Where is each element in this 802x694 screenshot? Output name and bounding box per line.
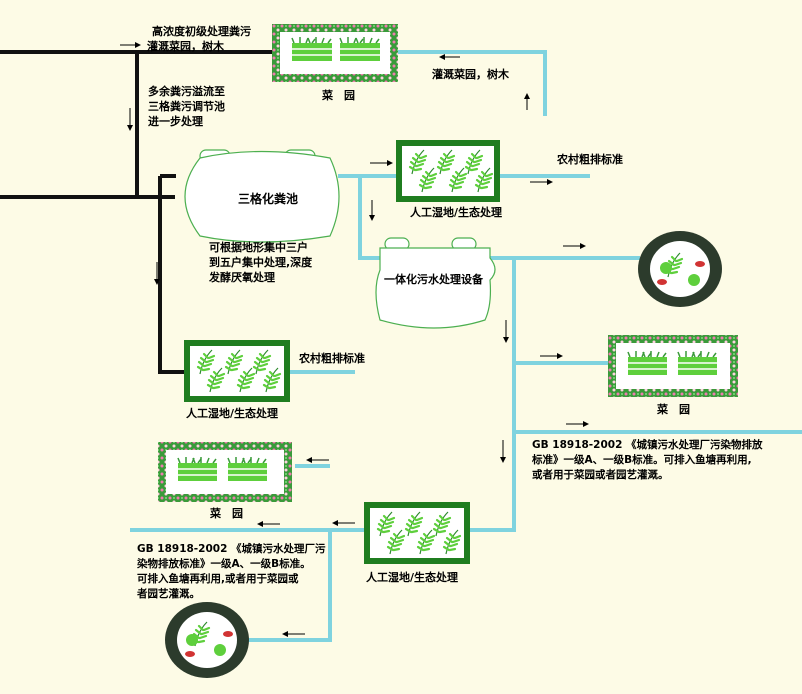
- gb-note-left-3: 可排入鱼塘再利用,或者用于菜园或: [137, 573, 299, 585]
- garden-left-label: 菜 园: [210, 507, 243, 520]
- gb-note-right-2: 标准》一级A、一级B标准。可排入鱼塘再利用,: [532, 454, 752, 466]
- gb-note-right-3: 或者用于菜园或者园艺灌溉。: [532, 469, 669, 481]
- overflow-label-1: 多余粪污溢流至: [148, 85, 225, 98]
- gb-note-left-4: 者园艺灌溉。: [137, 588, 200, 600]
- fish-pond-left: [165, 602, 249, 678]
- garden-top-label: 菜 园: [322, 89, 355, 102]
- septic-note-1: 可根据地形集中三户: [209, 241, 308, 254]
- overflow-label-3: 进一步处理: [148, 115, 203, 128]
- wetland-top-label: 人工湿地/生态处理: [410, 206, 503, 219]
- flow-arrows: [120, 42, 589, 637]
- wetland-bottom-label: 人工湿地/生态处理: [366, 571, 459, 584]
- septic-note-3: 发酵厌氧处理: [209, 271, 275, 284]
- black-pipes: [0, 50, 272, 374]
- fish-pond-right: [638, 231, 722, 307]
- wetland-left: [184, 340, 290, 402]
- integrated-unit-label: 一体化污水处理设备: [384, 273, 483, 286]
- integrated-unit: [375, 237, 496, 329]
- septic-tank-label: 三格化粪池: [238, 192, 299, 206]
- wetland-left-label: 人工湿地/生态处理: [186, 407, 279, 420]
- garden-top: [272, 24, 398, 82]
- garden-left: [158, 442, 292, 502]
- garden-right: [608, 335, 738, 397]
- garden-right-label: 菜 园: [657, 403, 690, 416]
- overflow-label-2: 三格粪污调节池: [148, 100, 225, 113]
- septic-note-2: 到五户集中处理,深度: [209, 256, 313, 269]
- septic-tank: [184, 149, 340, 243]
- wetland-bottom: [364, 502, 470, 564]
- inlet-label-2: 灌溉菜园，树木: [147, 40, 224, 53]
- inlet-label: 高浓度初级处理粪污: [152, 25, 251, 38]
- gb-note-left-1: GB 18918-2002 《城镇污水处理厂污: [137, 543, 326, 555]
- water-pipes: [130, 50, 802, 642]
- rural-standard-left: 农村粗排标准: [299, 352, 365, 365]
- gb-note-right-1: GB 18918-2002 《城镇污水处理厂污染物排放: [532, 439, 763, 451]
- wetland-top: [396, 140, 500, 202]
- irrigation-label: 灌溉菜园，树木: [432, 68, 509, 81]
- gb-note-left-2: 染物排放标准》一级A、一级B标准。: [137, 558, 311, 570]
- rural-standard-top: 农村粗排标准: [557, 153, 623, 166]
